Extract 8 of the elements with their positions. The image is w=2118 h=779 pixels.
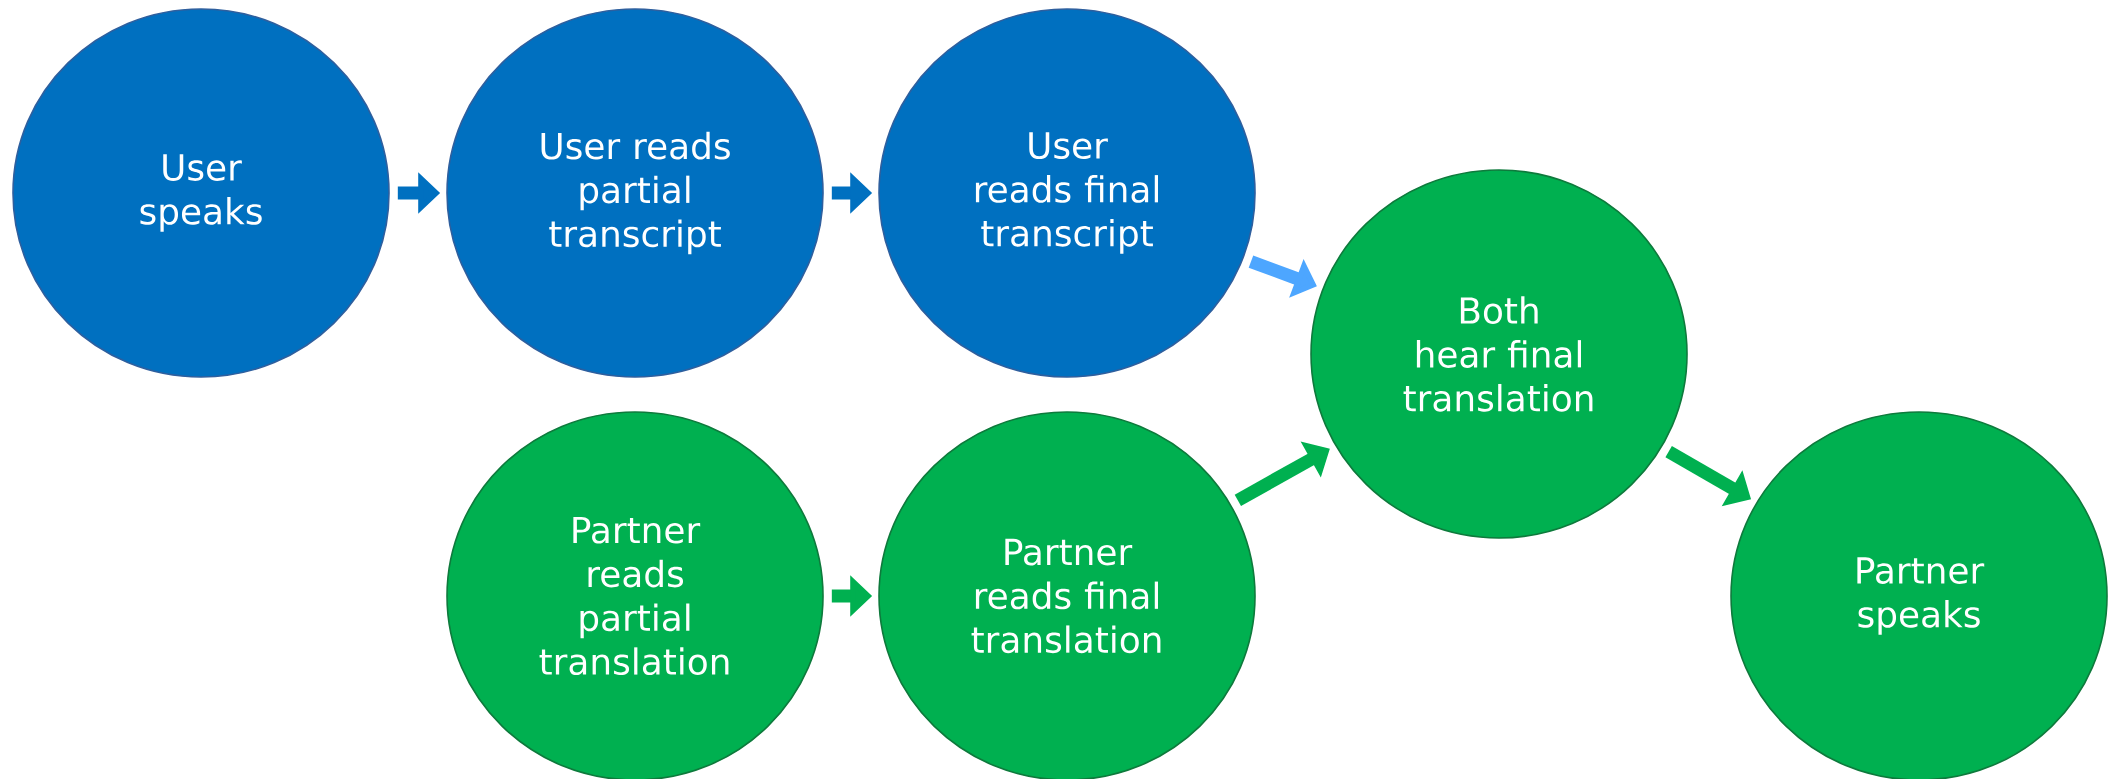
circle-node: User reads final transcript	[878, 8, 1256, 378]
circle-node: Partner reads partial translation	[446, 411, 824, 779]
circle-node: Partner reads final translation	[878, 411, 1256, 779]
circle-node: User speaks	[12, 8, 390, 378]
circle-node: Partner speaks	[1730, 411, 2108, 779]
circle-node: Both hear final translation	[1310, 169, 1688, 539]
arrow	[1234, 441, 1330, 506]
circle-node: User reads partial transcript	[446, 8, 824, 378]
